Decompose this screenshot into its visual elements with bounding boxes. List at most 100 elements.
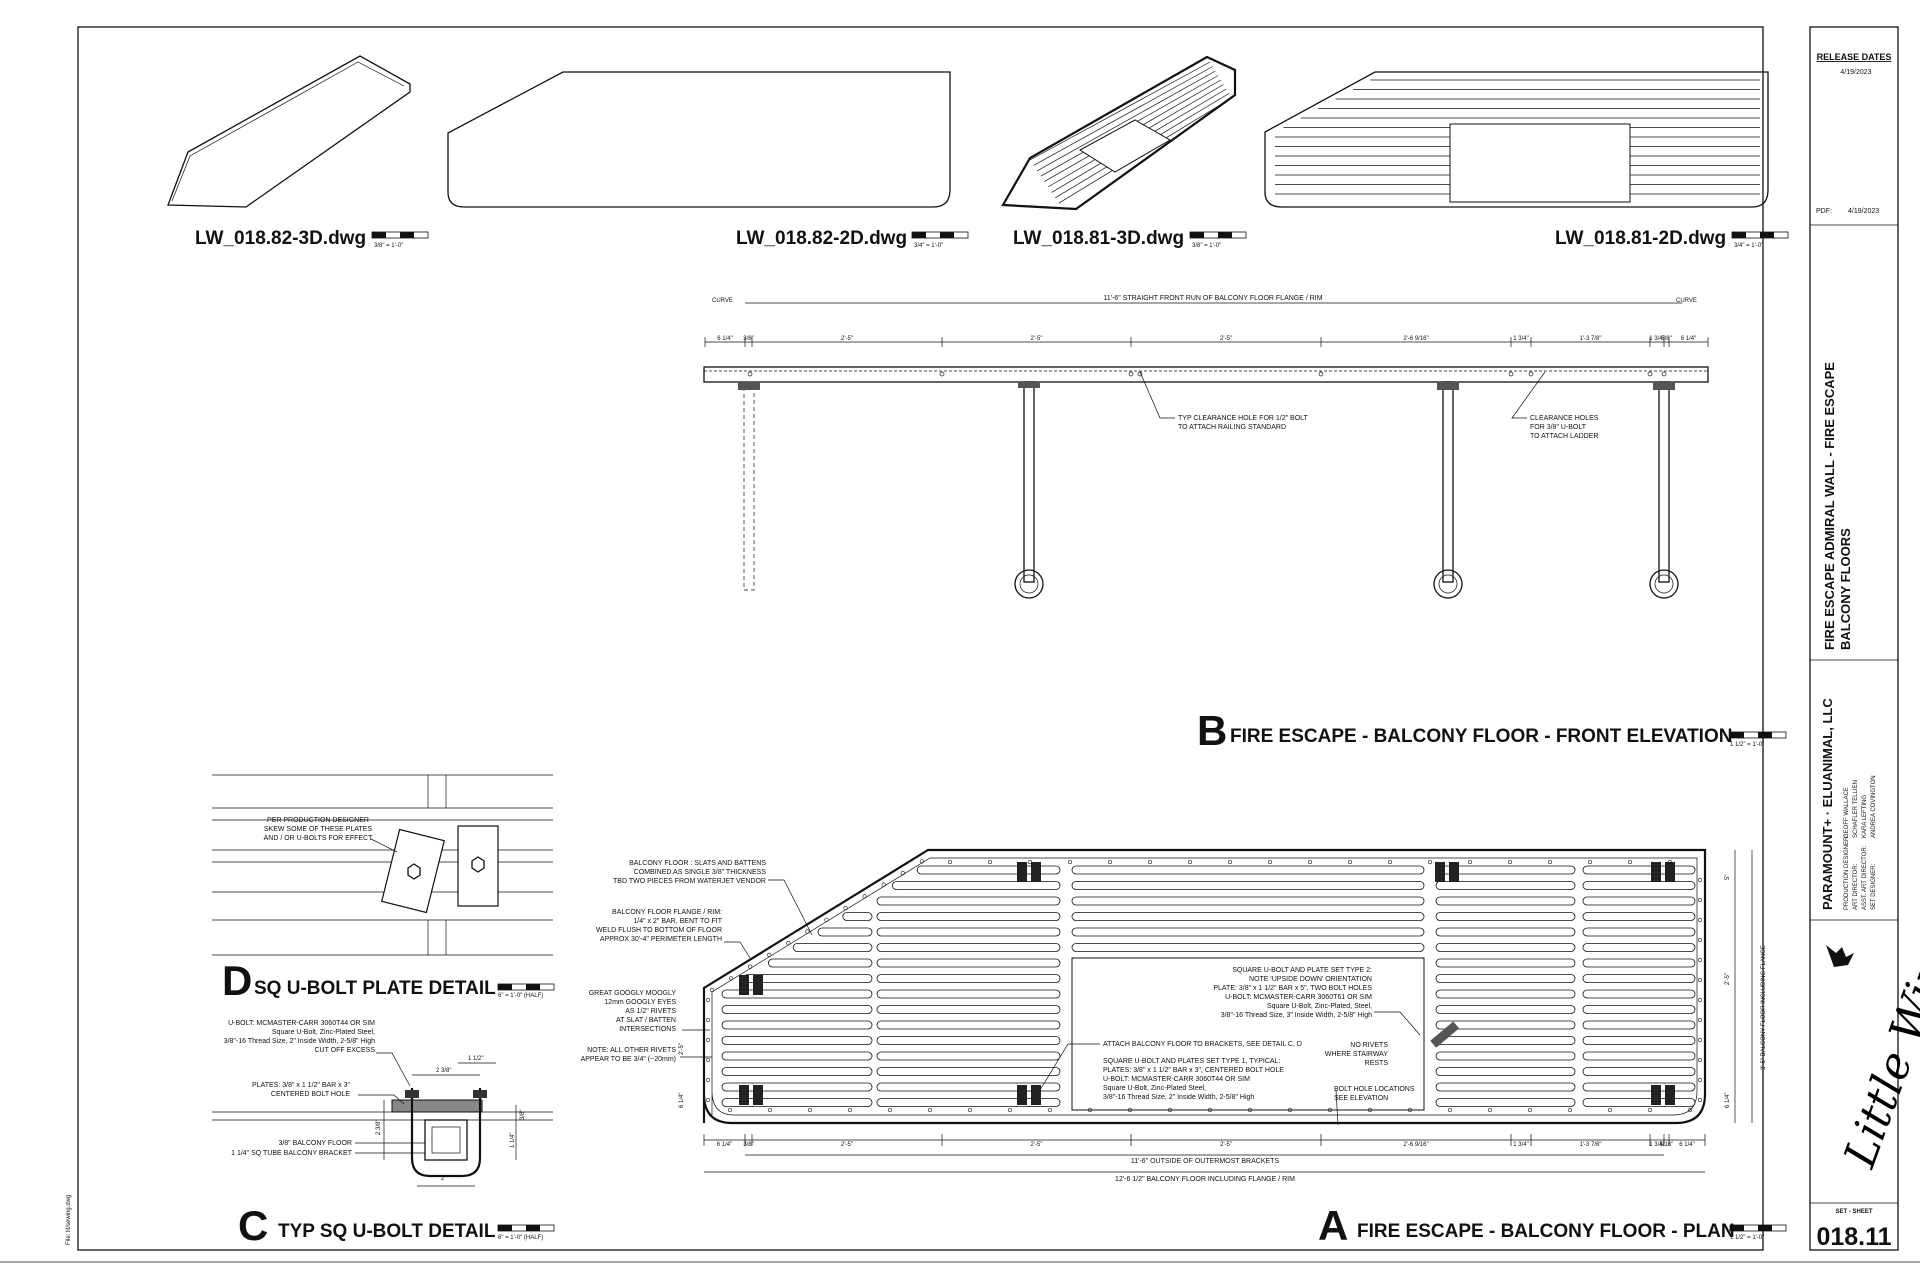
svg-text:AND / OR U-BOLTS FOR EFFECT: AND / OR U-BOLTS FOR EFFECT [264, 835, 373, 842]
svg-text:6 1/4": 6 1/4" [679, 1093, 685, 1108]
svg-text:2'-5": 2'-5" [841, 1142, 853, 1148]
svg-text:FOR 3/8" U-BOLT: FOR 3/8" U-BOLT [1530, 424, 1587, 431]
thumb-scale-4: 3/4" = 1'-0" [1734, 243, 1763, 249]
svg-text:GEOFF WALLACE: GEOFF WALLACE [1844, 787, 1850, 838]
sheet-border [77, 26, 1764, 1251]
svg-text:NOTE: ALL OTHER RIVETS: NOTE: ALL OTHER RIVETS [587, 1047, 676, 1054]
svg-text:1'-3 7/8": 1'-3 7/8" [1580, 336, 1602, 342]
svg-text:INTERSECTIONS: INTERSECTIONS [619, 1026, 676, 1033]
svg-text:U-BOLT: MCMASTER-CARR 3060T44: U-BOLT: MCMASTER-CARR 3060T44 OR SIM [228, 1020, 375, 1027]
svg-text:3'-5" BALCONY FLOOR INCLUDING: 3'-5" BALCONY FLOOR INCLUDING FLANGE [1761, 945, 1767, 1070]
svg-text:SET DESIGNER:: SET DESIGNER: [1871, 863, 1877, 910]
svg-text:6 1/4": 6 1/4" [1725, 1093, 1731, 1108]
svg-text:Square U-Bolt, Zinc-Plated, St: Square U-Bolt, Zinc-Plated, Steel, [1267, 1003, 1372, 1010]
svg-text:GREAT GOOGLY MOOGLY: GREAT GOOGLY MOOGLY [589, 990, 677, 997]
svg-text:AS 1/2" RIVETS: AS 1/2" RIVETS [625, 1008, 676, 1015]
svg-text:1 3/4": 1 3/4" [1513, 336, 1528, 342]
svg-text:3/8"-16 Thread Size, 3" Inside: 3/8"-16 Thread Size, 3" Inside Width, 2-… [1221, 1012, 1372, 1019]
svg-text:2": 2" [441, 1176, 446, 1182]
svg-text:5/16": 5/16" [1660, 1142, 1674, 1148]
svg-text:CURVE: CURVE [1676, 298, 1697, 304]
thumbnail-018-81-3d [1001, 55, 1237, 211]
thumb-file-4: LW_018.81-2D.dwg [1555, 228, 1726, 249]
svg-text:11'-6" STRAIGHT FRONT RUN OF B: 11'-6" STRAIGHT FRONT RUN OF BALCONY FLO… [1103, 295, 1322, 302]
detail-c-letter: C [238, 1202, 268, 1249]
detail-d-scale: 6" = 1'-0" (HALF) [498, 993, 543, 999]
detail-b-scale: 1 1/2" = 1'-0" [1730, 742, 1764, 748]
svg-text:12mm GOOGLY EYES: 12mm GOOGLY EYES [604, 999, 676, 1006]
svg-text:2'-5": 2'-5" [1031, 336, 1043, 342]
svg-text:PLATES: 3/8" x 1 1/2" BAR x 3": PLATES: 3/8" x 1 1/2" BAR x 3" [252, 1082, 350, 1089]
svg-text:3/8": 3/8" [743, 336, 753, 342]
svg-text:APPROX 30'-4" PERIMETER LENGTH: APPROX 30'-4" PERIMETER LENGTH [600, 936, 722, 943]
title-block-frame [1809, 26, 1899, 1251]
thumbnail-018-81-2d [1264, 71, 1769, 208]
svg-text:TBD TWO PIECES FROM WATERJET V: TBD TWO PIECES FROM WATERJET VENDOR [613, 878, 766, 885]
svg-text:Square U-Bolt, Zinc-Plated Ste: Square U-Bolt, Zinc-Plated Steel, [272, 1029, 375, 1036]
svg-text:CLEARANCE HOLES: CLEARANCE HOLES [1530, 415, 1599, 422]
svg-text:3/8": 3/8" [743, 1142, 753, 1148]
svg-text:TO ATTACH LADDER: TO ATTACH LADDER [1530, 433, 1598, 440]
svg-text:6 1/4": 6 1/4" [717, 1142, 732, 1148]
svg-text:2'-6 9/16": 2'-6 9/16" [1403, 1142, 1428, 1148]
svg-text:BALCONY FLOOR FLANGE / RIM:: BALCONY FLOOR FLANGE / RIM: [612, 909, 722, 916]
svg-text:NO RIVETS: NO RIVETS [1350, 1042, 1388, 1049]
svg-text:1 1/4" SQ TUBE BALCONY BRACKET: 1 1/4" SQ TUBE BALCONY BRACKET [231, 1150, 353, 1157]
svg-text:CURVE: CURVE [712, 298, 733, 304]
pdf-date: 4/19/2023 [1848, 208, 1879, 215]
svg-text:2'-5": 2'-5" [841, 336, 853, 342]
detail-a-plan: 6 1/4"3/8"2'-5"2'-5"2'-5"2'-6 9/16"1 3/4… [581, 848, 1767, 1183]
svg-text:NOTE 'UPSIDE DOWN' ORIENTATION: NOTE 'UPSIDE DOWN' ORIENTATION [1249, 976, 1372, 983]
svg-text:2 3/8": 2 3/8" [436, 1068, 451, 1074]
detail-c-scale: 6" = 1'-0" (HALF) [498, 1235, 543, 1241]
credits: PRODUCTION DESIGNER: GEOFF WALLACE ART D… [1844, 775, 1877, 910]
svg-text:3/8" BALCONY FLOOR: 3/8" BALCONY FLOOR [278, 1140, 352, 1147]
thumb-file-2: LW_018.82-2D.dwg [736, 228, 907, 249]
svg-text:12'-6 1/2" BALCONY FLOOR INCLU: 12'-6 1/2" BALCONY FLOOR INCLUDING FLANG… [1115, 1176, 1295, 1183]
thumbnail-018-82-2d [447, 71, 951, 208]
pdf-label: PDF: [1816, 208, 1832, 215]
svg-text:1 3/4": 1 3/4" [1649, 336, 1664, 342]
svg-text:ANDREA COVINGTON: ANDREA COVINGTON [1871, 775, 1877, 838]
detail-b-elevation: 11'-6" STRAIGHT FRONT RUN OF BALCONY FLO… [703, 295, 1709, 599]
svg-text:2'-5": 2'-5" [1220, 1142, 1232, 1148]
svg-text:1/4" x 2" BAR, BENT TO FIT: 1/4" x 2" BAR, BENT TO FIT [633, 918, 722, 925]
detail-b-letter: B [1197, 707, 1227, 754]
svg-text:SKEW SOME OF THESE PLATES: SKEW SOME OF THESE PLATES [264, 826, 373, 833]
svg-text:PRODUCTION DESIGNER:: PRODUCTION DESIGNER: [1844, 835, 1850, 910]
release-heading: RELEASE DATES [1817, 52, 1892, 62]
svg-text:SCHAFLER TELLIEN: SCHAFLER TELLIEN [1853, 780, 1859, 838]
svg-text:ASST. ART DIRECTOR:: ASST. ART DIRECTOR: [1862, 845, 1868, 910]
svg-text:WELD FLUSH TO BOTTOM OF FLOOR: WELD FLUSH TO BOTTOM OF FLOOR [596, 927, 722, 934]
svg-text:COMBINED AS SINGLE 3/8" THICKN: COMBINED AS SINGLE 3/8" THICKNESS [634, 869, 767, 876]
detail-c-title: TYP SQ U-BOLT DETAIL [278, 1221, 496, 1242]
thumb-scale-1: 3/8" = 1'-0" [374, 243, 403, 249]
thumb-file-3: LW_018.81-3D.dwg [1013, 228, 1184, 249]
svg-text:5": 5" [1725, 875, 1731, 880]
margin-note: File: lit/sewing.dwg [66, 1195, 72, 1245]
svg-text:3/8"-16 Thread Size, 2" Inside: 3/8"-16 Thread Size, 2" Inside Width, 2-… [224, 1038, 375, 1045]
detail-c-ubolt: U-BOLT: MCMASTER-CARR 3060T44 OR SIM Squ… [212, 1020, 553, 1187]
detail-d-letter: D [222, 957, 252, 1004]
detail-d-plate: PER PRODUCTION DESIGNER SKEW SOME OF THE… [212, 774, 553, 956]
svg-text:TO ATTACH RAILING STANDARD: TO ATTACH RAILING STANDARD [1178, 424, 1286, 431]
release-date: 4/19/2023 [1840, 69, 1871, 76]
svg-text:SEE ELEVATION: SEE ELEVATION [1334, 1095, 1388, 1102]
thumb-scale-3: 3/8" = 1'-0" [1192, 243, 1221, 249]
svg-text:BALCONY FLOOR : SLATS AND BATT: BALCONY FLOOR : SLATS AND BATTENS [629, 860, 766, 867]
svg-text:BOLT HOLE LOCATIONS: BOLT HOLE LOCATIONS [1334, 1086, 1415, 1093]
svg-text:6 1/4": 6 1/4" [1681, 336, 1696, 342]
svg-text:2'-5": 2'-5" [1725, 973, 1731, 985]
detail-d-title: SQ U-BOLT PLATE DETAIL [254, 978, 496, 999]
svg-text:APPEAR TO BE 3/4" (~20mm): APPEAR TO BE 3/4" (~20mm) [581, 1056, 676, 1063]
svg-text:11'-6" OUTSIDE OF OUTERMOST BR: 11'-6" OUTSIDE OF OUTERMOST BRACKETS [1131, 1158, 1280, 1165]
svg-text:Square U-Bolt, Zinc-Plated Ste: Square U-Bolt, Zinc-Plated Steel, [1103, 1085, 1206, 1092]
svg-text:KARA LEFTING: KARA LEFTING [1862, 795, 1868, 838]
svg-text:ART DIRECTOR:: ART DIRECTOR: [1853, 863, 1859, 910]
svg-text:TYP CLEARANCE HOLE FOR 1/2" BO: TYP CLEARANCE HOLE FOR 1/2" BOLT [1178, 415, 1309, 422]
svg-text:ATTACH BALCONY FLOOR TO BRACKE: ATTACH BALCONY FLOOR TO BRACKETS, SEE DE… [1103, 1041, 1302, 1048]
svg-text:U-BOLT: MCMASTER-CARR 3060T44: U-BOLT: MCMASTER-CARR 3060T44 OR SIM [1103, 1076, 1250, 1083]
svg-text:5/8": 5/8" [1661, 336, 1671, 342]
detail-a-letter: A [1318, 1202, 1348, 1249]
